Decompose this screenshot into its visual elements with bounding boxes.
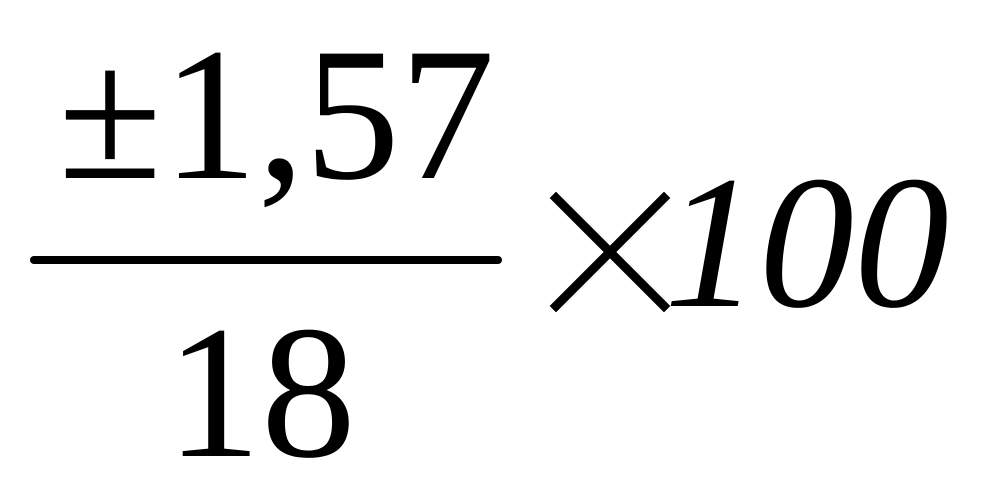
fraction-denominator: 18 bbox=[166, 288, 356, 498]
multiplier-value: 100 bbox=[664, 138, 949, 348]
multiplication-sign-icon: × bbox=[549, 192, 671, 312]
fraction-bar bbox=[30, 256, 502, 264]
fraction-numerator: ±1,57 bbox=[58, 10, 495, 220]
